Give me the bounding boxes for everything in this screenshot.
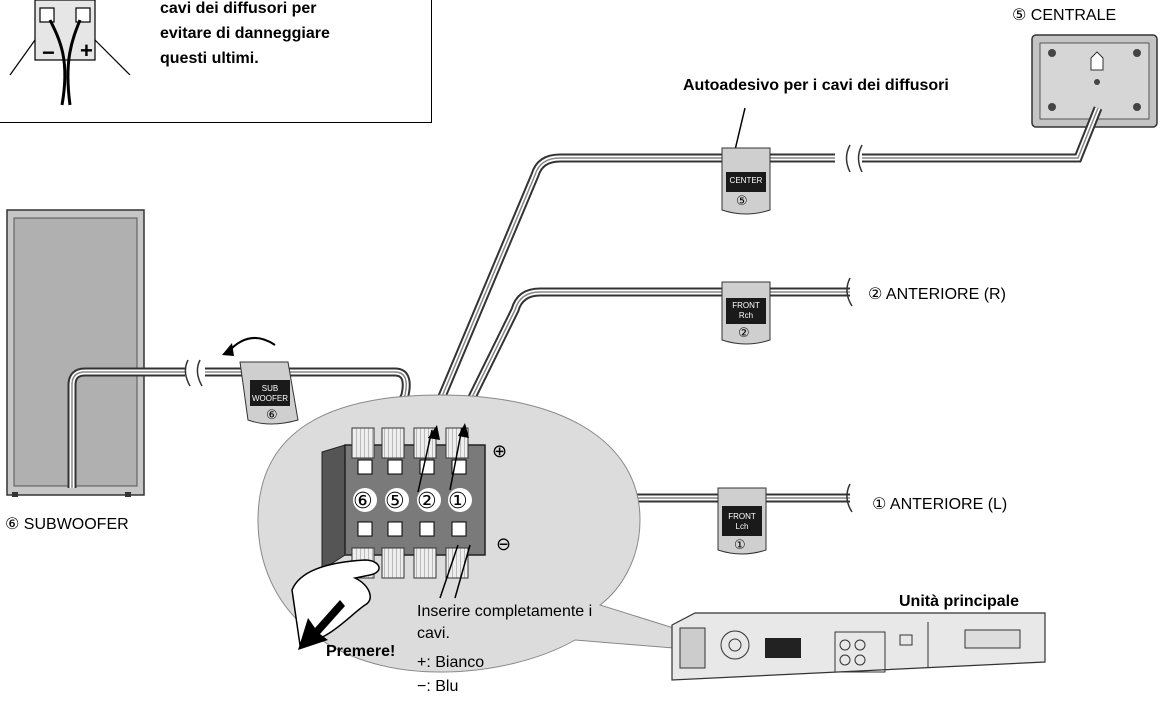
tag-front-l-label2: Lch <box>735 522 749 531</box>
sticker-pointer <box>734 107 746 151</box>
cable-front-r <box>450 287 850 434</box>
tag-front-r-label1: FRONT <box>732 301 760 310</box>
terminal-sketch-illustration: − + <box>9 0 131 106</box>
break-mark <box>845 144 863 173</box>
tag-front-l-label1: FRONT <box>728 512 756 521</box>
svg-text:−: − <box>42 40 55 65</box>
press-arrow-icon <box>298 600 345 650</box>
tag-sub <box>239 361 299 425</box>
fold-arrow-icon <box>227 337 276 353</box>
tag-sub-label2: WOOFER <box>252 394 288 403</box>
plus-sign-icon: ⊕ <box>492 441 508 461</box>
tag-sub-number: ⑥ <box>266 407 278 422</box>
main-unit-illustration <box>671 612 1046 681</box>
label-subwoofer: ⑥ SUBWOOFER <box>5 516 129 533</box>
tag-sub-label1: SUB <box>261 384 279 393</box>
note-text: cavi dei diffusori per evitare di danneg… <box>160 0 330 67</box>
tag-center-number: ⑤ <box>736 193 748 208</box>
tag-center-label: CENTER <box>729 176 763 185</box>
terminal-number-1: ① <box>448 488 468 513</box>
tag-front-l-number: ① <box>734 537 746 552</box>
tag-front-r-number: ② <box>738 325 750 340</box>
note-box <box>0 0 432 123</box>
label-centrale: ⑤ CENTRALE <box>1012 7 1117 24</box>
cable-subwoofer <box>67 367 411 488</box>
label-minus-blue: −: Blu <box>417 678 459 695</box>
tag-center <box>721 147 771 215</box>
tag-front-r-label2: Rch <box>738 311 754 320</box>
label-premere: Premere! <box>326 643 396 660</box>
svg-text:+: + <box>80 38 93 63</box>
tag-front-r <box>721 281 771 345</box>
hand-illustration <box>291 559 380 646</box>
tag-front-l <box>717 487 767 555</box>
label-anteriore-r: ② ANTERIORE (R) <box>868 286 1006 303</box>
subwoofer-speaker-icon <box>6 209 145 497</box>
center-speaker-icon <box>1031 34 1158 128</box>
terminal-number-5: ⑤ <box>385 488 405 513</box>
terminal-number-6: ⑥ <box>353 488 373 513</box>
label-unita-principale: Unità principale <box>899 593 1020 610</box>
pointer-lines <box>439 544 471 599</box>
label-anteriore-l: ① ANTERIORE (L) <box>872 496 1008 513</box>
minus-sign-icon: ⊖ <box>496 534 512 554</box>
label-sticker-title: Autoadesivo per i cavi dei diffusori <box>683 77 949 94</box>
terminal-block <box>321 427 486 579</box>
label-plus-white: +: Bianco <box>417 654 485 671</box>
cable-center <box>425 106 1103 427</box>
terminal-number-2: ② <box>417 488 437 513</box>
label-inserire: Inserire completamente i cavi. <box>417 603 593 642</box>
